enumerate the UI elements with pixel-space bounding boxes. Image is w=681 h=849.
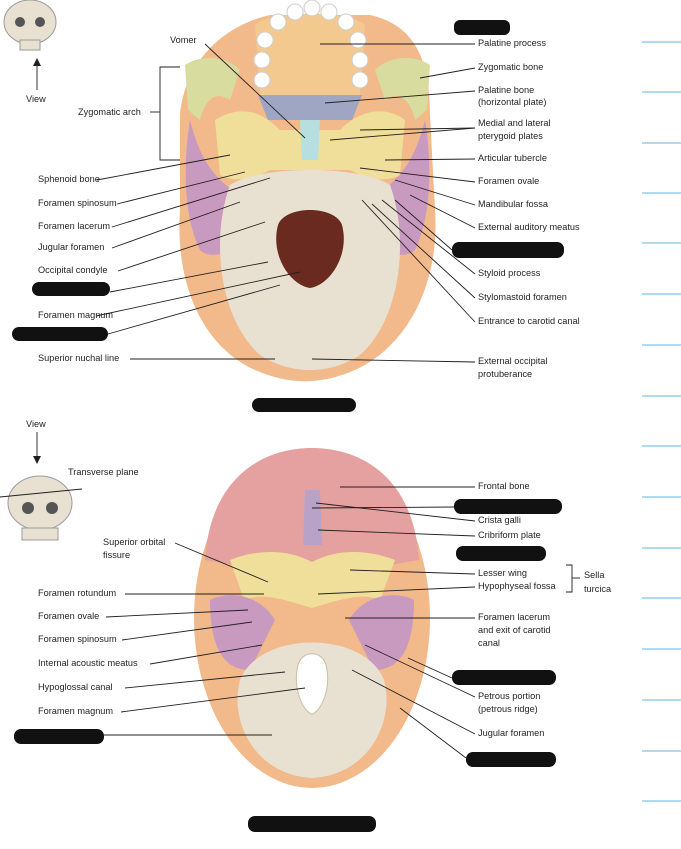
redaction-box	[248, 816, 376, 832]
svg-text:Zygomatic bone: Zygomatic bone	[478, 62, 543, 72]
svg-text:pterygoid plates: pterygoid plates	[478, 131, 543, 141]
vomer-label: Vomer	[170, 35, 197, 45]
svg-text:Cribriform plate: Cribriform plate	[478, 530, 541, 540]
sphenoid-bone-floor	[230, 551, 395, 608]
temporal-floor-right	[349, 595, 414, 670]
svg-text:Stylomastoid foramen: Stylomastoid foramen	[478, 292, 567, 302]
redaction-box	[252, 398, 356, 412]
svg-text:Superior orbital: Superior orbital	[103, 537, 165, 547]
zygomatic-bone-left	[185, 58, 240, 120]
svg-text:Internal acoustic meatus: Internal acoustic meatus	[38, 658, 138, 668]
svg-text:Sphenoid bone: Sphenoid bone	[38, 174, 100, 184]
palatine-bone	[258, 95, 362, 120]
view-label-top: View	[26, 94, 46, 104]
svg-text:External auditory meatus: External auditory meatus	[478, 222, 580, 232]
svg-text:Hypoglossal canal: Hypoglossal canal	[38, 682, 113, 692]
redaction-box	[466, 752, 556, 767]
svg-text:Lesser wing: Lesser wing	[478, 568, 527, 578]
svg-text:External occipital: External occipital	[478, 356, 547, 366]
svg-text:and exit of carotid: and exit of carotid	[478, 625, 551, 635]
view-label-bottom: View	[26, 419, 46, 429]
svg-text:turcica: turcica	[584, 584, 612, 594]
redaction-box	[452, 242, 564, 258]
bottom-right-labels: Frontal bone Crista galli Cribriform pla…	[311, 481, 612, 767]
svg-text:Foramen spinosum: Foramen spinosum	[38, 634, 117, 644]
svg-text:Mandibular fossa: Mandibular fossa	[478, 199, 549, 209]
top-right-labels: Palatine process Zygomatic bone Palatine…	[311, 20, 580, 379]
svg-text:(horizontal plate): (horizontal plate)	[478, 97, 546, 107]
svg-text:Foramen magnum: Foramen magnum	[38, 310, 113, 320]
svg-text:Medial and lateral: Medial and lateral	[478, 118, 551, 128]
svg-text:protuberance: protuberance	[478, 369, 532, 379]
svg-text:Sella: Sella	[584, 570, 605, 580]
foramen-magnum-floor	[296, 653, 328, 715]
view-skull-icon-top: View	[3, 0, 57, 104]
svg-text:canal: canal	[478, 638, 500, 648]
zygomatic-arch-bracket	[159, 66, 180, 161]
svg-text:Palatine process: Palatine process	[478, 38, 546, 48]
inferior-skull	[179, 0, 436, 382]
svg-text:Palatine bone: Palatine bone	[478, 85, 534, 95]
svg-text:Frontal bone: Frontal bone	[478, 481, 530, 491]
svg-text:Occipital condyle: Occipital condyle	[38, 265, 107, 275]
svg-text:Superior nuchal line: Superior nuchal line	[38, 353, 119, 363]
redaction-box	[454, 20, 510, 35]
transverse-plane-label: Transverse plane	[68, 467, 139, 477]
svg-text:Styloid process: Styloid process	[478, 268, 541, 278]
svg-text:Crista galli: Crista galli	[478, 515, 521, 525]
svg-text:Foramen lacerum: Foramen lacerum	[38, 221, 110, 231]
bottom-left-labels: Superior orbital fissure Foramen rotundu…	[14, 537, 306, 744]
ethmoid-bone	[303, 490, 322, 545]
svg-text:fissure: fissure	[103, 550, 130, 560]
svg-text:Petrous portion: Petrous portion	[478, 691, 540, 701]
zygomatic-bone-right	[375, 58, 430, 120]
redaction-box	[452, 670, 556, 685]
svg-text:Jugular foramen: Jugular foramen	[38, 242, 104, 252]
redaction-box	[12, 327, 108, 341]
maxilla	[255, 13, 365, 95]
svg-text:Hypophyseal fossa: Hypophyseal fossa	[478, 581, 557, 591]
cranial-floor	[194, 448, 430, 788]
svg-text:Jugular foramen: Jugular foramen	[478, 728, 544, 738]
zygomatic-arch-label: Zygomatic arch	[78, 107, 141, 117]
foramen-magnum	[276, 210, 344, 288]
svg-text:Foramen ovale: Foramen ovale	[38, 611, 99, 621]
top-left-labels: Sphenoid bone Foramen spinosum Foramen l…	[12, 154, 301, 363]
svg-text:(petrous ridge): (petrous ridge)	[478, 704, 538, 714]
redaction-box	[14, 729, 104, 744]
svg-text:Articular tubercle: Articular tubercle	[478, 153, 547, 163]
svg-text:Foramen spinosum: Foramen spinosum	[38, 198, 117, 208]
redaction-box	[454, 499, 562, 514]
view-skull-icon-bottom: View Transverse plane	[0, 419, 139, 541]
svg-text:Foramen rotundum: Foramen rotundum	[38, 588, 116, 598]
vomer	[300, 120, 320, 160]
answer-lines	[642, 41, 681, 802]
svg-text:Foramen magnum: Foramen magnum	[38, 706, 113, 716]
redaction-box	[456, 546, 546, 561]
redaction-box	[32, 282, 110, 296]
svg-text:Foramen lacerum: Foramen lacerum	[478, 612, 550, 622]
svg-text:Entrance to carotid canal: Entrance to carotid canal	[478, 316, 580, 326]
svg-text:Foramen ovale: Foramen ovale	[478, 176, 539, 186]
